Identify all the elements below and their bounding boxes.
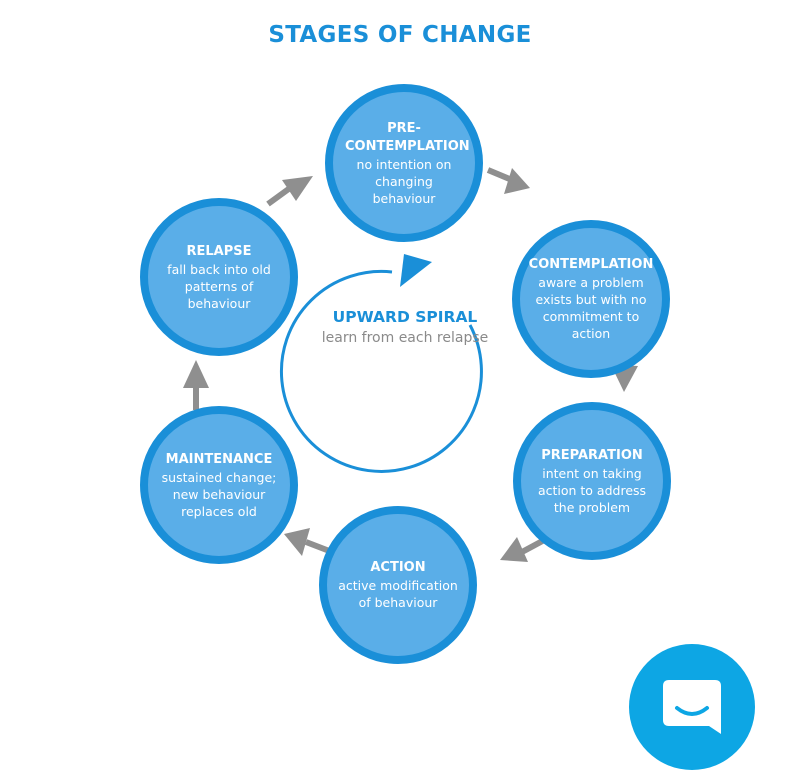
stage-maintenance-description: sustained change; new behaviour replaces… bbox=[161, 469, 277, 519]
arrowhead-maintenance-to-relapse bbox=[183, 360, 209, 388]
chat-widget-button[interactable] bbox=[629, 644, 755, 770]
upward-spiral-title: UPWARD SPIRAL bbox=[332, 308, 478, 326]
stage-preparation-title: PREPARATION bbox=[541, 447, 643, 463]
arrowhead-preparation-to-action bbox=[500, 537, 528, 562]
arrowhead-relapse-to-pre bbox=[282, 176, 313, 201]
stage-relapse-description: fall back into old patterns of behaviour bbox=[167, 261, 271, 311]
upward-spiral-arrowhead-icon bbox=[400, 254, 432, 287]
stage-action-title: ACTION bbox=[370, 560, 426, 575]
stage-pre-contemplation-title: PRE-CONTEMPLATION bbox=[345, 120, 470, 154]
upward-spiral-label: UPWARD SPIRAL learn from each relapse bbox=[300, 306, 510, 348]
upward-spiral-ring bbox=[279, 269, 483, 473]
upward-spiral-subtitle: learn from each relapse bbox=[321, 330, 489, 346]
stage-action: ACTION active modification of behaviour bbox=[319, 506, 477, 664]
stage-action-description: active modification of behaviour bbox=[338, 578, 458, 610]
diagram-title: STAGES OF CHANGE bbox=[268, 22, 532, 48]
stage-relapse-title: RELAPSE bbox=[186, 243, 252, 259]
chat-bubble-icon bbox=[663, 680, 721, 734]
stage-relapse: RELAPSE fall back into old patterns of b… bbox=[140, 198, 298, 356]
stage-contemplation-title: CONTEMPLATION bbox=[528, 257, 654, 272]
connector-relapse-to-pre bbox=[266, 185, 292, 207]
stage-preparation-description: intent on taking action to address the p… bbox=[537, 465, 647, 515]
connector-pre-to-contemplation bbox=[486, 167, 514, 183]
stage-contemplation: CONTEMPLATION aware a problem exists but… bbox=[512, 220, 670, 378]
stage-preparation: PREPARATION intent on taking action to a… bbox=[513, 402, 671, 560]
arrowhead-pre-to-contemplation bbox=[504, 168, 530, 194]
arrowhead-action-to-maintenance bbox=[284, 528, 310, 556]
stage-contemplation-description: aware a problem exists but with no commi… bbox=[535, 275, 647, 341]
stage-pre-contemplation-description: no intention on changing behaviour bbox=[356, 156, 452, 206]
stage-maintenance: MAINTENANCE sustained change; new behavi… bbox=[140, 406, 298, 564]
stage-pre-contemplation: PRE-CONTEMPLATION no intention on changi… bbox=[325, 84, 483, 242]
stage-maintenance-title: MAINTENANCE bbox=[165, 451, 273, 467]
